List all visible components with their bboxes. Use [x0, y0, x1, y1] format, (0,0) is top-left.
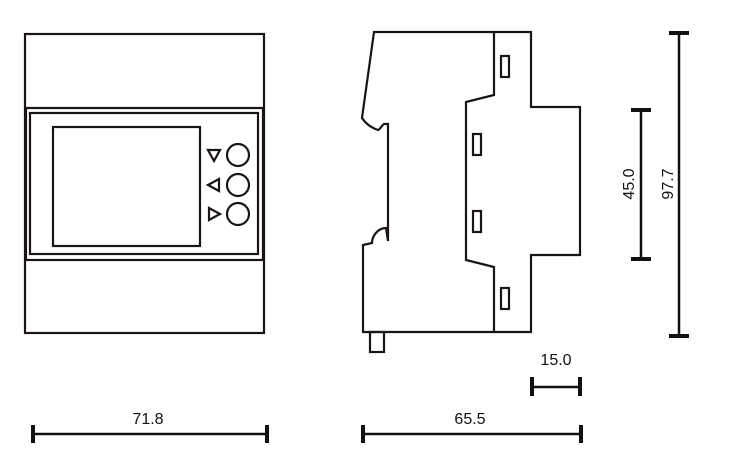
side-profile — [360, 30, 582, 334]
dimension-front-width: 71.8 — [31, 411, 269, 443]
display-screen — [51, 125, 202, 248]
button-circle[interactable] — [225, 142, 251, 168]
triangle-left-icon — [205, 177, 221, 193]
dimension-label: 45.0 — [621, 168, 638, 199]
triangle-right-icon — [207, 206, 223, 222]
front-panel-frame — [28, 111, 260, 256]
dimension-label: 15.0 — [540, 352, 571, 369]
slot — [471, 132, 483, 157]
slot — [499, 286, 511, 311]
terminal-pin — [368, 330, 386, 354]
slot — [471, 209, 483, 234]
dimension-label: 71.8 — [132, 411, 163, 428]
dimension-side-depth: 65.5 — [361, 411, 583, 443]
dimension-front-protrusion: 15.0 — [530, 352, 582, 396]
dimension-label: 65.5 — [454, 411, 485, 428]
button-right[interactable] — [207, 201, 251, 227]
front-panel-band — [24, 106, 265, 262]
side-inner-step — [464, 32, 496, 332]
button-circle[interactable] — [225, 172, 251, 198]
front-view — [23, 32, 266, 335]
dimension-label: 97.7 — [660, 168, 677, 199]
dimension-front-height: 45.0 — [621, 108, 651, 261]
side-view — [360, 30, 582, 354]
slot — [499, 54, 511, 79]
button-down[interactable] — [206, 142, 251, 168]
dimension-total-height: 97.7 — [660, 31, 689, 338]
button-circle[interactable] — [225, 201, 251, 227]
triangle-down-icon — [206, 148, 222, 164]
button-left[interactable] — [205, 172, 251, 198]
